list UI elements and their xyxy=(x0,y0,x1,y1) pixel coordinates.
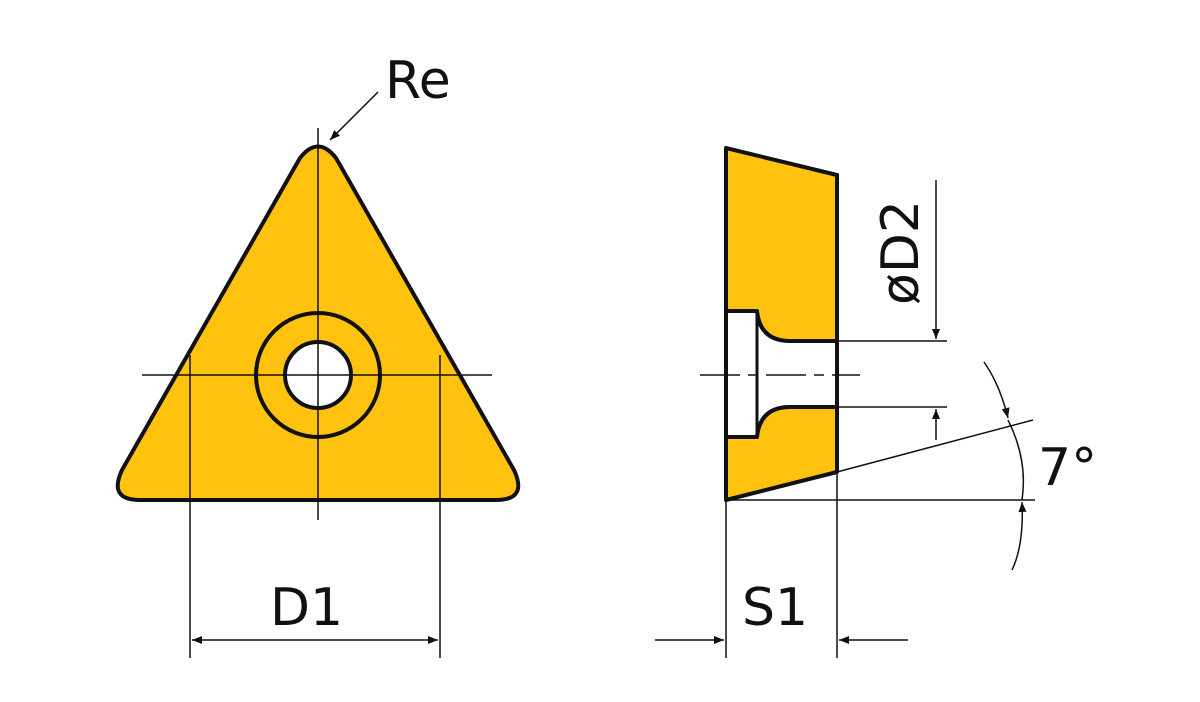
hole-section xyxy=(724,309,839,439)
re-label: Re xyxy=(385,51,451,111)
s1-label: S1 xyxy=(742,578,808,638)
angle-label: 7° xyxy=(1038,438,1097,498)
d2-label: øD2 xyxy=(871,200,931,305)
dimension-lines xyxy=(655,180,1035,658)
re-leader-line xyxy=(329,91,379,141)
triangle-insert-top-view: Re D1 xyxy=(115,51,521,658)
center-lines xyxy=(142,128,492,658)
insert-side-view: øD2 S1 7° xyxy=(655,146,1097,658)
d1-label: D1 xyxy=(270,578,343,638)
